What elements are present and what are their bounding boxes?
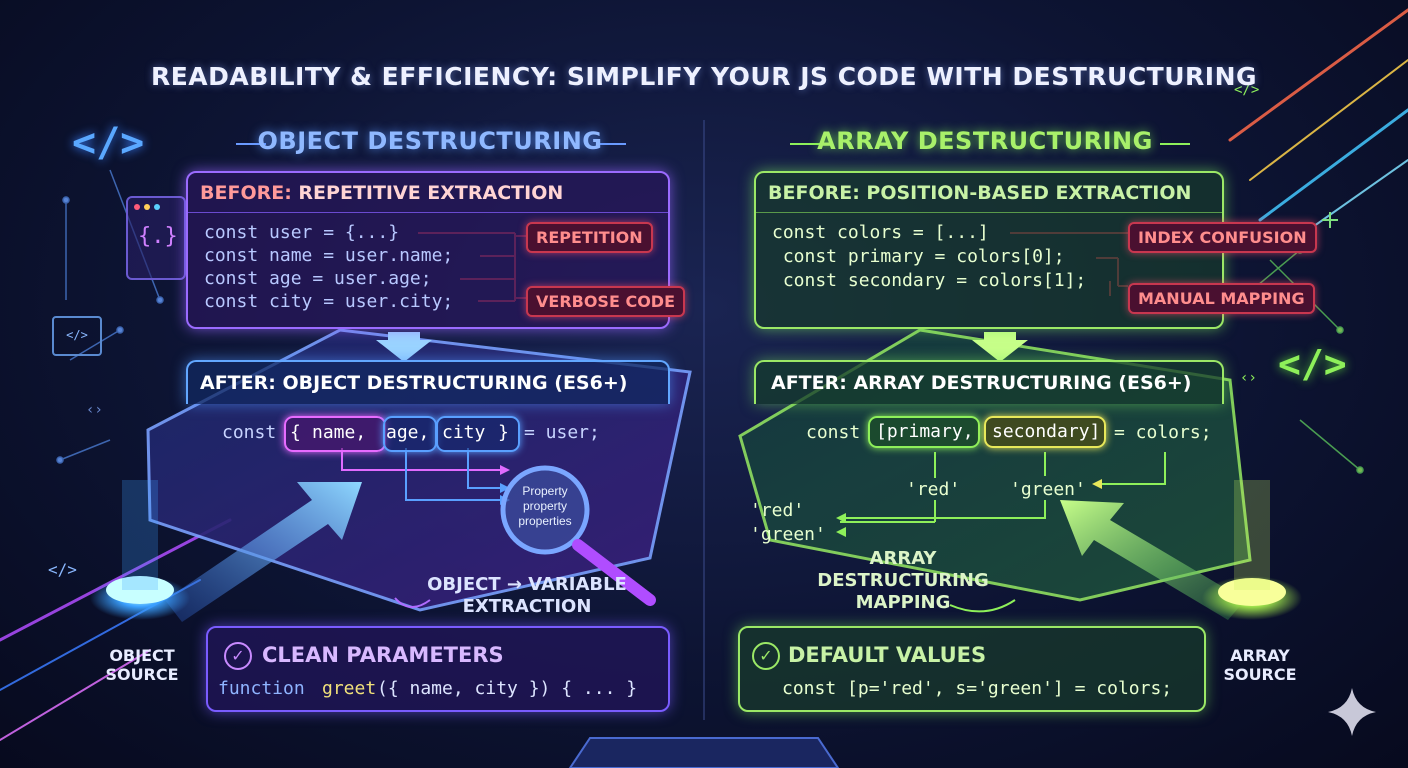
array-before-title: BEFORE: POSITION-BASED EXTRACTION [768,182,1192,204]
mapping-line: ARRAY [869,548,937,569]
magnifier-text: property [522,499,568,513]
repetition-tag: REPETITION [526,222,653,253]
source-line: SOURCE [1223,665,1297,684]
array-before-line-2: const primary = colors[0]; [772,246,1065,267]
source-line: SOURCE [105,665,179,684]
object-source-label: OBJECT SOURCE [92,646,192,684]
side-value-red: 'red' [750,500,805,521]
small-brackets-icon: ‹› [86,402,103,418]
city-pill [436,416,520,452]
index-confusion-tag: INDEX CONFUSION [1128,222,1317,253]
magnifier-text: Property [522,484,568,498]
object-after-panel [186,360,670,404]
prop-age: age, [386,422,430,443]
benefit-code-function: greet [322,678,377,699]
object-after-title: AFTER: OBJECT DESTRUCTURING (ES6+) [200,372,628,394]
curly-braces-icon: {.} [138,224,178,249]
object-before-line-3: const age = user.age; [204,268,432,289]
value-green: 'green' [1010,479,1086,500]
small-code-icon: </> [48,560,77,579]
object-before-title: BEFORE: REPETITIVE EXTRACTION [200,182,563,204]
array-after-title: AFTER: ARRAY DESTRUCTURING (ES6+) [771,372,1192,394]
array-after-const: const [806,422,861,443]
check-circle-icon: ✓ [752,642,780,670]
page-title: READABILITY & EFFICIENCY: SIMPLIFY YOUR … [150,62,1258,91]
source-line: OBJECT [109,646,175,665]
name-pill [284,416,386,452]
magnifier-text: properties [518,514,572,528]
before-rest: REPETITIVE EXTRACTION [291,182,564,204]
prop-city: city [442,422,486,443]
prop-name: name, [312,422,367,443]
small-code-icon: </> [1234,82,1260,98]
array-source-label: ARRAY SOURCE [1210,646,1310,684]
heading-rule [790,143,820,145]
manual-mapping-tag: MANUAL MAPPING [1128,283,1315,314]
object-before-line-2: const name = user.name; [204,245,454,266]
code-brackets-icon: </> [72,120,145,166]
object-flow-label: OBJECT → VARIABLE EXTRACTION [420,574,634,618]
before-prefix: BEFORE: [200,182,292,204]
object-after-assign: = user; [524,422,600,443]
clean-parameters-title: CLEAN PARAMETERS [262,643,504,667]
mapping-line: MAPPING [855,592,951,613]
flow-label-line: OBJECT → VARIABLE [427,574,627,595]
object-before-line-1: const user = {...} [204,222,400,243]
heading-rule [1160,143,1190,145]
array-section-heading: ARRAY DESTRUCTURING [817,127,1153,155]
array-before-line-1: const colors = [...] [772,222,989,243]
heading-rule [236,143,266,145]
check-circle-icon: ✓ [224,642,252,670]
benefit-code-rest: ({ name, city }) { ... } [377,678,638,699]
value-red: 'red' [906,479,961,500]
array-after-assign: = colors; [1114,422,1212,443]
source-line: ARRAY [1230,646,1290,665]
secondary-pill: secondary] [984,416,1106,448]
object-before-line-4: const city = user.city; [204,291,454,312]
heading-rule [596,143,626,145]
browser-code-icon: </> [52,316,102,356]
benefit-code-keyword: function [218,678,305,699]
magnifier-icon: Property property properties [507,484,583,529]
open-brace: { [290,422,301,443]
side-value-green: 'green' [750,524,826,545]
primary-pill: [primary, [868,416,980,448]
divider [756,212,1222,213]
mapping-line: DESTRUCTURING [817,570,989,591]
array-mapping-label: ARRAY DESTRUCTURING MAPPING [812,548,994,614]
array-benefit-panel [738,626,1206,712]
browser-window-icon: {.} [126,196,186,280]
object-section-heading: OBJECT DESTRUCTURING [257,127,603,155]
verbose-code-tag: VERBOSE CODE [526,286,686,317]
small-brackets-icon: ‹› [1240,370,1257,386]
array-after-panel [754,360,1224,404]
close-brace: } [498,422,509,443]
object-after-const: const [222,422,277,443]
array-before-line-3: const secondary = colors[1]; [772,270,1087,291]
array-benefit-code: const [p='red', s='green'] = colors; [782,678,1173,699]
object-benefit-panel [206,626,670,712]
code-brackets-icon: </> [1278,342,1347,386]
divider [188,212,668,213]
flow-label-line: EXTRACTION [462,596,592,617]
default-values-title: DEFAULT VALUES [788,643,987,667]
sparkle-icon [1328,688,1376,736]
